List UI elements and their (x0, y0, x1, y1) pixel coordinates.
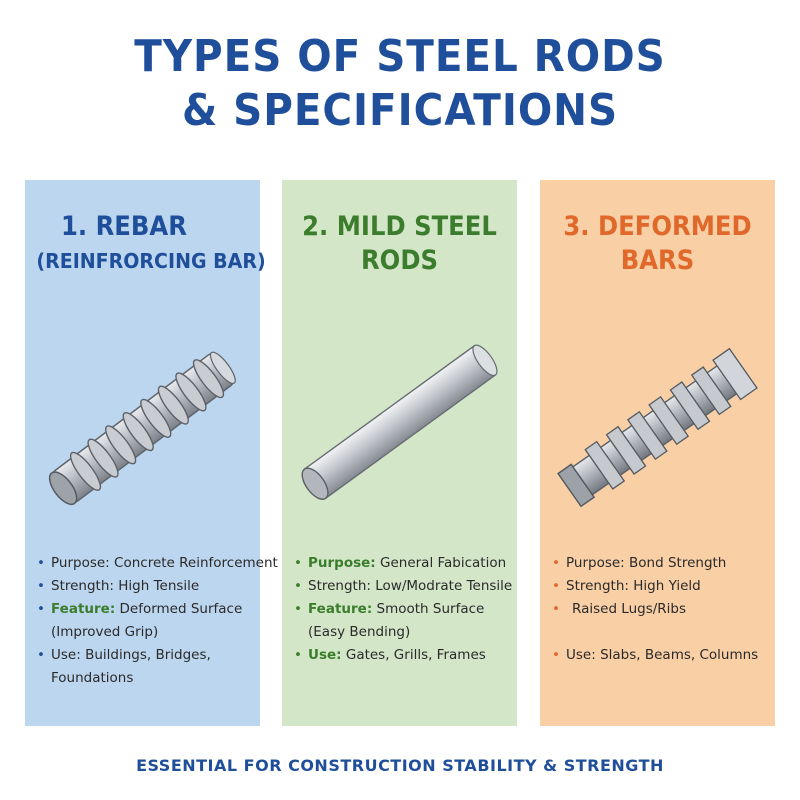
list-item-note: (Easy Bending) (308, 624, 411, 640)
list-item-note: (Improved Grip) (51, 624, 159, 640)
list-item: •Purpose: Concrete Reinforcement (37, 555, 278, 571)
panel-mild-steel: 2. MILD STEEL RODS •Purpose: General Fab… (282, 180, 517, 726)
list-item-note: Foundations (51, 670, 134, 686)
panel-deformed-bars: 3. DEFORMED BARS •Purpo (540, 180, 775, 726)
panel-rebar-heading-line-2: (REINFRORCING BAR) (36, 249, 266, 273)
list-item: •Feature: Smooth Surface (294, 601, 485, 617)
list-item: •Strength: High Yield (552, 578, 701, 594)
title-line-1: TYPES OF STEEL RODS (134, 31, 666, 82)
list-item: •Raised Lugs/Ribs (552, 601, 687, 617)
page-title: TYPES OF STEEL RODS & SPECIFICATIONS (32, 30, 768, 138)
panel-deformed-bars-heading-line-2: BARS (620, 245, 695, 276)
title-line-2: & SPECIFICATIONS (181, 85, 619, 136)
smooth-rod-icon (301, 344, 498, 500)
ribbed-rebar-icon (48, 351, 236, 506)
list-item: •Use: Buildings, Bridges, (37, 647, 211, 663)
panel-deformed-bars-heading-line-1: 3. DEFORMED (563, 211, 752, 242)
panel-deformed-bars-spec-list: •Purpose: Bond Strength •Strength: High … (552, 552, 771, 667)
panel-rebar: 1. REBAR (REINFRORCING BAR) (25, 180, 278, 726)
panel-mild-steel-spec-list: •Purpose: General Fabication •Strength: … (294, 552, 513, 667)
panel-mild-steel-heading-line-1: 2. MILD STEEL (302, 211, 497, 242)
list-item: •Strength: High Tensile (37, 578, 200, 594)
list-item: •Purpose: General Fabication (294, 555, 507, 571)
list-item: •Purpose: Bond Strength (552, 555, 727, 571)
list-item: •Strength: Low/Modrate Tensile (294, 578, 513, 594)
square-deformed-bar-icon (557, 347, 758, 508)
panel-deformed-bars-heading: 3. DEFORMED BARS (540, 210, 775, 278)
list-item: •Use: Gates, Grills, Frames (294, 647, 486, 663)
panel-rebar-heading: 1. REBAR (REINFRORCING BAR) (25, 210, 266, 278)
list-item: •Use: Slabs, Beams, Columns (552, 647, 759, 663)
panel-rebar-heading-line-1: 1. REBAR (61, 211, 187, 242)
list-item: •Feature: Deformed Surface (37, 601, 243, 617)
panel-rebar-spec-list: •Purpose: Concrete Reinforcement •Streng… (37, 552, 278, 690)
panel-mild-steel-heading-line-2: RODS (360, 245, 439, 276)
panel-mild-steel-heading: 2. MILD STEEL RODS (282, 210, 517, 278)
footer-tagline: ESSENTIAL FOR CONSTRUCTION STABILITY & S… (136, 756, 664, 775)
